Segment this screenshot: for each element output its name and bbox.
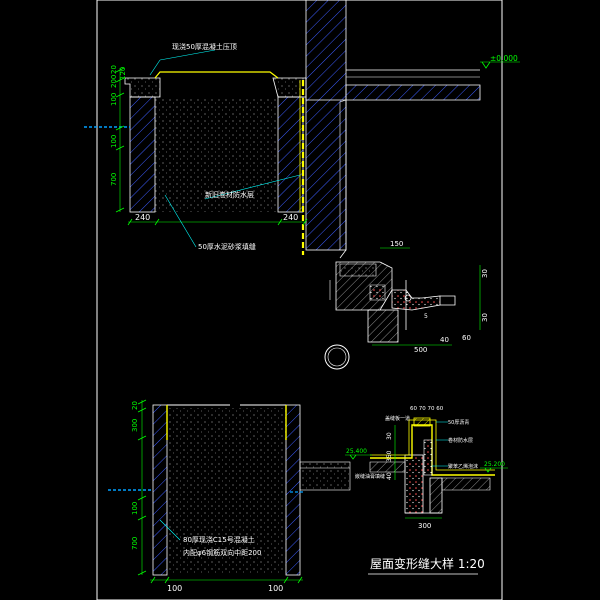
joint-dim-40: 40: [386, 472, 393, 480]
existing-wall: [305, 0, 347, 251]
joint-dim-350: 350: [386, 450, 393, 462]
dim-40: 40: [440, 336, 449, 344]
joint-label-waterproof: 卷材防水层: [448, 437, 473, 444]
dim-240-right: 240: [283, 213, 298, 222]
gutter-edge: [440, 295, 456, 306]
sheet-frame: [96, 0, 503, 600]
right-cap: [272, 77, 307, 98]
lower-dim-300: 300: [131, 419, 139, 432]
joint-sealant: [423, 439, 433, 476]
left-wall: [129, 96, 156, 213]
dim-150: 150: [390, 240, 403, 248]
label-filler: 50厚水泥砂浆填缝: [198, 242, 256, 251]
level-label: ±0.000: [490, 54, 518, 63]
dim-100: 100: [110, 93, 118, 106]
section-symbol-inner: [327, 347, 347, 367]
dim-ticks-bottom: [127, 218, 308, 226]
drawing-title: 屋面变形缝大样 1:20: [370, 556, 485, 571]
inner-corner: [339, 100, 347, 259]
gutter-bolt-head: [404, 294, 412, 302]
joint-cap: [413, 417, 431, 427]
dim-700: 700: [110, 173, 118, 186]
joint-dim-300: 300: [418, 522, 431, 530]
leader-filler: [164, 194, 197, 248]
joint-label-filler: 聚苯乙烯泡沫: [448, 463, 478, 470]
left-cap: [124, 77, 161, 98]
dim-200: 200: [110, 75, 118, 88]
joint-label-sealant: 50厚沥青: [448, 419, 469, 426]
joint-top-dims: 60 70 70 60: [410, 406, 444, 412]
joint-dim-30: 30: [386, 432, 393, 440]
dim-500: 500: [414, 346, 427, 354]
label-cap: 现浇50厚混凝土压顶: [172, 42, 237, 51]
leader-cap: [159, 49, 216, 61]
cover-line: [154, 71, 279, 79]
dim-120: 120: [119, 67, 127, 80]
level-marker: [481, 61, 491, 69]
gutter-red: [369, 284, 386, 301]
joint-detail: 30 350 40 300 60 70 70 60 盖缝板一道 50厚沥青 卷材…: [345, 406, 508, 530]
gutter-dots: [339, 263, 377, 277]
lower-section: 20 300 100 700 100 100 80厚现浇C15号混凝土 内配φ6…: [108, 399, 351, 593]
joint-label-insulation: 嵌缝油膏填缝: [355, 473, 385, 480]
section-symbol: [324, 344, 350, 370]
leader-waterproof: [204, 174, 301, 200]
joint-label-cover: 盖缝板一道: [385, 415, 410, 422]
lower-dim-20: 20: [131, 401, 139, 410]
floor-slab: [345, 84, 481, 101]
lower-left-wall: [152, 404, 168, 576]
label-waterproof: 新旧卷材防水层: [205, 190, 254, 199]
lower-dim-100: 100: [131, 502, 139, 515]
dim-240-left: 240: [135, 213, 150, 222]
dim-20: 20: [110, 65, 118, 74]
dim-5: 5: [424, 313, 428, 320]
gap-fill: [155, 97, 278, 212]
joint-level-left-marker: [349, 454, 357, 460]
upper-section: 20 100 200 120 100 700 240 240 现浇50厚混凝土压…: [84, 0, 520, 259]
lower-dim-100-right: 100: [268, 584, 283, 593]
lower-label-wall: 80厚现浇C15号混凝土: [183, 535, 255, 544]
joint-level-right-marker: [484, 467, 492, 473]
lower-label-rebar: 内配φ6钢筋双向中距200: [183, 548, 261, 557]
lower-dim-ticks: [137, 399, 147, 576]
dim-30a: 30: [481, 269, 489, 278]
dim-100b: 100: [110, 135, 118, 148]
dim-30b: 30: [481, 313, 489, 322]
joint-level-right: 25.200: [484, 461, 505, 468]
lower-dim-100-left: 100: [167, 584, 182, 593]
lower-leader: [159, 519, 181, 541]
joint-slab-left: [369, 461, 406, 473]
lower-dim-ticks-b: [150, 576, 303, 584]
corner-curve: [339, 99, 347, 250]
lower-dim-700: 700: [131, 537, 139, 550]
leader-cap-2: [149, 59, 161, 76]
dim-60: 60: [462, 334, 471, 342]
lower-right-wall: [285, 404, 301, 576]
joint-column-2: [429, 477, 443, 514]
dim-ticks-left: [115, 67, 125, 213]
gutter-detail: 150 30 30 500 60 40 5: [329, 240, 489, 354]
gutter-column: [367, 309, 399, 343]
joint-column: [404, 454, 424, 514]
joint-level-left: 25.400: [346, 448, 367, 455]
gutter-body: [391, 289, 441, 311]
right-wall: [277, 96, 304, 213]
lower-adjacent-slab: [299, 461, 351, 491]
lower-gap: [167, 408, 286, 575]
joint-slab-right: [441, 477, 491, 491]
